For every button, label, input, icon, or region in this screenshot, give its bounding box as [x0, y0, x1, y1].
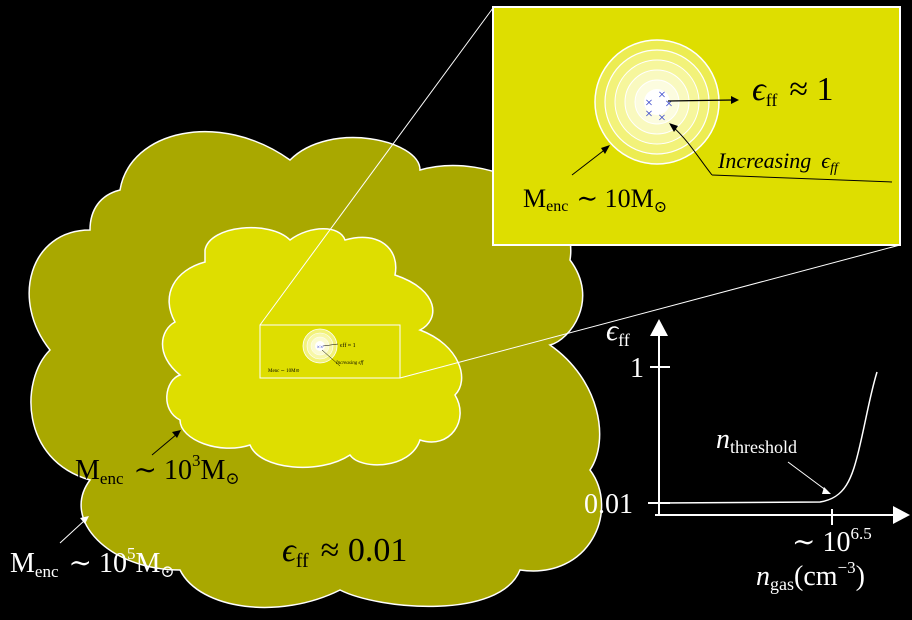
x-tick-label: ∼ 106.5: [792, 524, 872, 558]
mini-zoom-panel: ×× ϵff ≈ 1 Increasing ϵff Menc ∼ 10M⊙: [259, 324, 401, 379]
svg-text:×: ×: [645, 96, 653, 111]
y-axis-arrow: [650, 319, 668, 336]
mini-mass-label: Menc ∼ 10M⊙: [268, 369, 300, 374]
svg-text:××: ××: [317, 345, 324, 351]
svg-text:×: ×: [645, 107, 653, 122]
mini-eff-label: ϵff ≈ 1: [340, 342, 356, 349]
mini-increasing-label: Increasing ϵff: [335, 361, 364, 366]
star-markers: × × × × ×: [645, 88, 673, 126]
x-axis-arrow: [893, 506, 910, 524]
x-axis-label: ngas(cm−3): [756, 558, 865, 594]
svg-text:×: ×: [658, 88, 666, 103]
zoom-connector-bottom: [399, 244, 901, 379]
threshold-label: nthreshold: [716, 424, 797, 457]
y-tick-1: 1: [630, 353, 644, 384]
zoom-connector-top: [259, 7, 494, 326]
outer-mass-label: Menc∼ 105M⊙: [10, 544, 175, 581]
svg-text:×: ×: [658, 111, 666, 126]
zoom-eff-label: ϵff≈ 1: [752, 71, 834, 110]
outer-eff-label: ϵff≈ 0.01: [282, 532, 407, 572]
y-axis-label: ϵff: [606, 314, 630, 350]
inner-mass-label: Menc∼ 103M⊙: [75, 451, 240, 488]
zoom-mass-label: Menc∼ 10M⊙: [523, 184, 667, 216]
efficiency-curve: [658, 371, 878, 504]
y-tick-0-01: 0.01: [584, 489, 633, 520]
svg-text:×: ×: [665, 97, 673, 112]
efficiency-graph: ϵff 1 0.01 nthreshold ∼ 106.5 ngas(cm−3): [584, 314, 910, 594]
